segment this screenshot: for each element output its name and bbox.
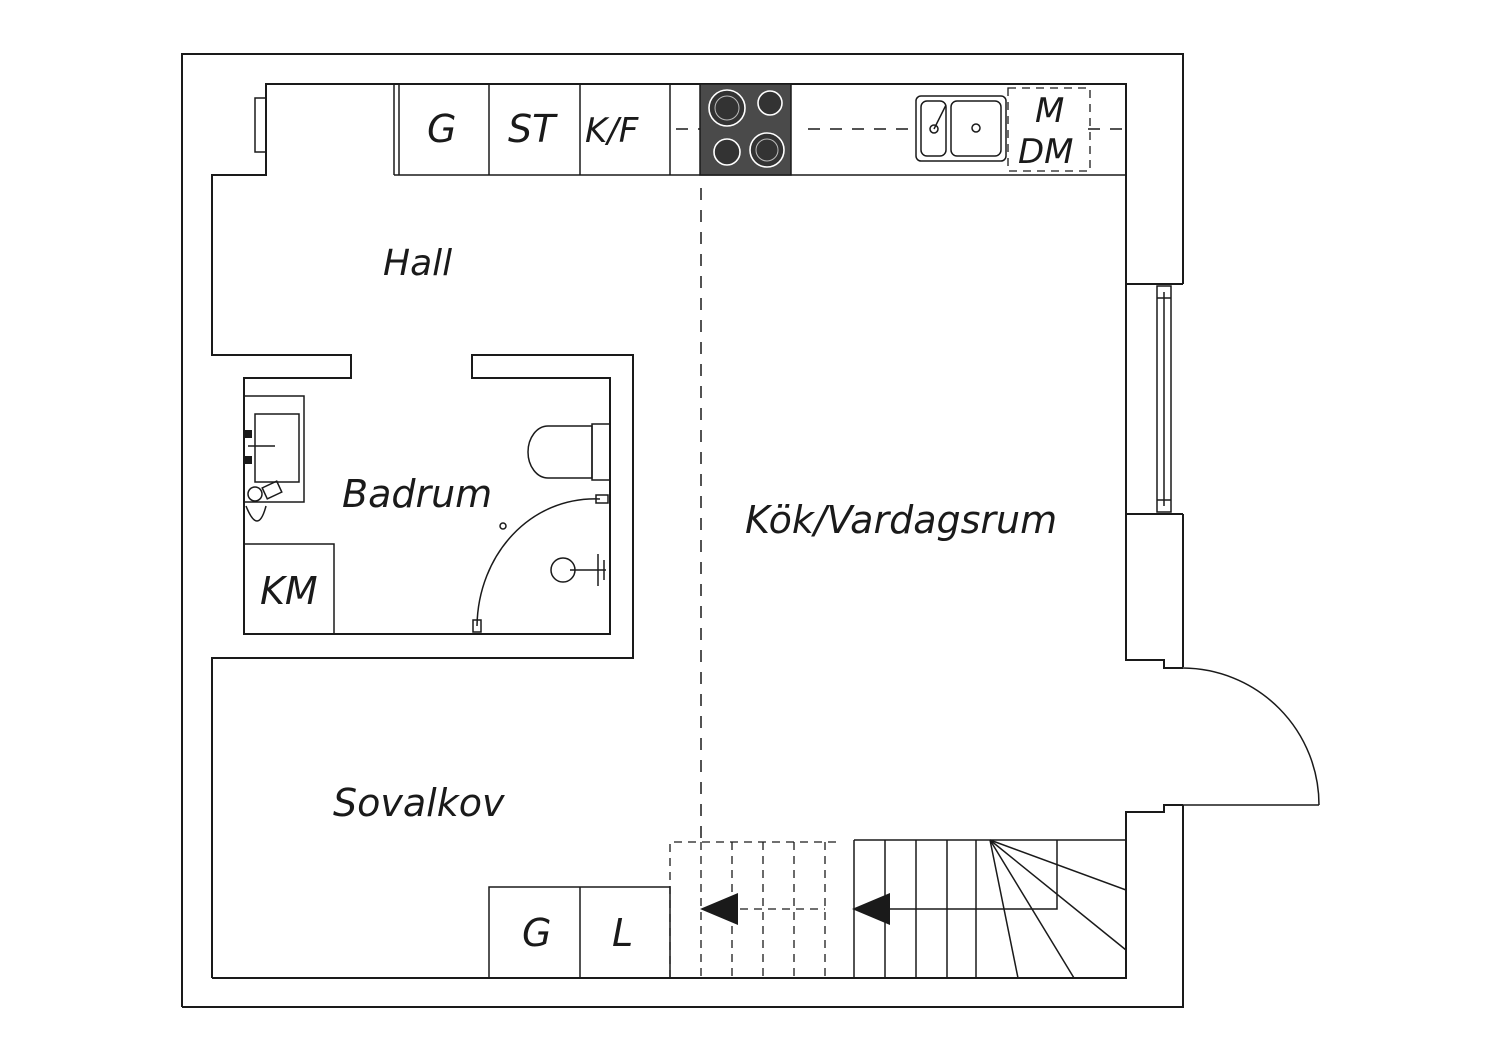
toilet-icon	[527, 423, 611, 481]
label-alcove-g: G	[522, 911, 551, 955]
sink-icon	[915, 95, 1007, 162]
room-label-sovalkov: Sovalkov	[333, 781, 505, 825]
label-bath-km: KM	[260, 569, 318, 613]
washbasin-icon	[243, 395, 305, 522]
window-icon	[1156, 285, 1172, 513]
label-kitchen-kf: K/F	[585, 111, 639, 151]
stair-arrow-icon	[852, 893, 890, 925]
km-cabinet	[243, 543, 335, 635]
room-label-badrum: Badrum	[342, 472, 492, 516]
inner-walls	[211, 83, 1183, 979]
radiator	[254, 97, 267, 153]
room-label-kok-vardagsrum: Kök/Vardagsrum	[745, 498, 1057, 542]
label-kitchen-m: M	[1035, 91, 1064, 131]
stairs-dashed	[669, 841, 838, 978]
shower-icon	[472, 494, 609, 633]
outer-walls	[181, 53, 1184, 1008]
label-kitchen-st: ST	[508, 107, 558, 151]
label-kitchen-dm: DM	[1018, 132, 1074, 172]
alcove-cabinets	[488, 886, 671, 979]
room-label-hall: Hall	[383, 243, 452, 284]
door-swing-icon	[1182, 667, 1320, 806]
label-alcove-l: L	[612, 911, 633, 955]
label-kitchen-g: G	[427, 107, 456, 151]
stairs-solid	[853, 839, 1127, 979]
stair-arrow-icon	[700, 893, 738, 925]
stove-icon	[699, 83, 792, 176]
